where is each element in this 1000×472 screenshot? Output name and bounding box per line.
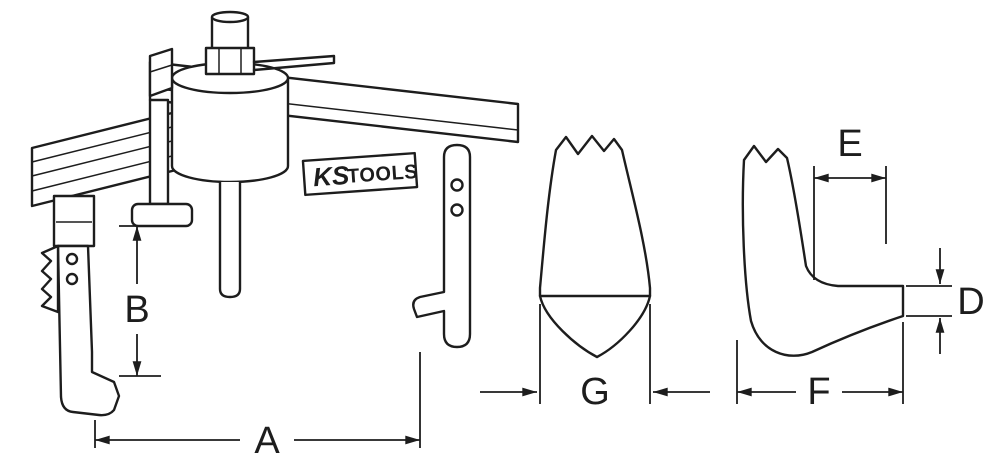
brand-logo-tools-text: TOOLS (346, 161, 418, 188)
dim-g-label: G (580, 371, 610, 413)
brand-logo-box (301, 151, 419, 197)
spindle-top-cylinder (210, 10, 250, 52)
spindle-hex-nut (204, 46, 256, 76)
left-arm-serrated-jaw (40, 244, 60, 314)
beam-clamp-line (149, 64, 173, 73)
dimension-f: F (736, 322, 904, 413)
dim-a-label: A (254, 420, 280, 462)
brand-logo: KS TOOLS (301, 151, 419, 197)
dim-e-label: E (837, 123, 862, 165)
dimension-e: E (813, 123, 887, 280)
dim-f-label: F (807, 371, 830, 413)
dimension-a: A (94, 352, 421, 462)
left-arm (40, 194, 121, 417)
tommy-bar (252, 54, 336, 72)
left-arm-pin-lower (65, 272, 79, 286)
spindle-cylinder-top (210, 10, 250, 24)
tommy-bar-lines (252, 54, 336, 72)
middle-arm-bar (148, 98, 170, 206)
right-arm (412, 143, 472, 349)
spindle-assembly (148, 10, 336, 299)
beam-clamp (148, 47, 174, 98)
right-arm-hole-upper (450, 178, 464, 192)
spindle-rod (218, 180, 242, 299)
spindle-tip-outline (538, 134, 652, 359)
brand-logo-ks-text: KS (312, 160, 351, 192)
dimension-g: G (480, 304, 710, 413)
left-arm-pin-upper (65, 252, 79, 266)
hex-nut-body (204, 46, 256, 76)
dimension-b: B (119, 225, 161, 377)
dim-b-label: B (124, 289, 149, 331)
middle-arm (130, 98, 194, 228)
claw-profile-detail (741, 144, 905, 357)
dimension-annotations: B A G E (94, 123, 985, 462)
dimension-d: D (906, 248, 985, 354)
right-arm-hole-lower (450, 203, 464, 217)
left-arm-bracket (52, 194, 96, 248)
puller-assembly: KS TOOLS (30, 10, 520, 417)
beam-clamp-body (148, 47, 174, 98)
spindle-cylinder-sides (210, 15, 250, 52)
dim-d-label: D (957, 281, 984, 323)
middle-arm-foot (130, 202, 194, 228)
right-arm-bar-and-claw (412, 143, 472, 349)
claw-profile-outline (741, 144, 905, 357)
left-arm-bar-and-claw (56, 244, 121, 417)
spindle-tip-detail (538, 134, 652, 359)
